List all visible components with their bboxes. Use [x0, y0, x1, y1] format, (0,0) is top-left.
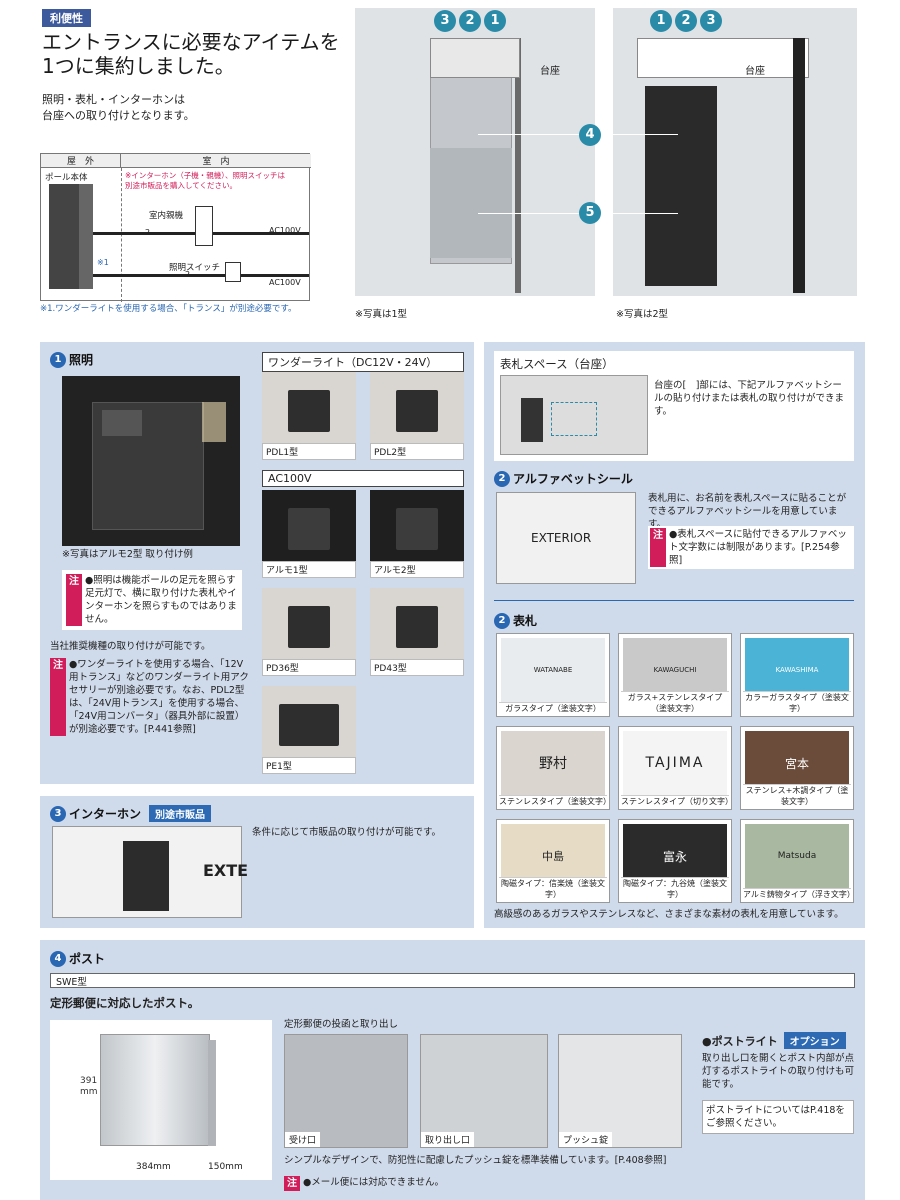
photo-type2 — [613, 8, 857, 296]
nameplate-panel: 表札スペース（台座） 台座の[ ]部には、下記アルファベットシールの貼り付けまた… — [484, 342, 865, 928]
wiring-diagram: 屋 外 室 内 ポール本体 ※インターホン（子機・親機）、照明スイッチは別途市販… — [40, 153, 311, 302]
indoor-unit-icon — [195, 206, 213, 246]
switch-icon — [225, 262, 241, 282]
diagram-footnote: ※1.ワンダーライトを使用する場合、「トランス」が別途必要です。 — [40, 304, 297, 314]
callout-5: 5 — [579, 202, 601, 224]
photo-caption-2: ※写真は2型 — [616, 309, 669, 320]
callout-4: 4 — [579, 124, 601, 146]
light-photo — [62, 376, 240, 546]
category-tag: 利便性 — [42, 9, 91, 27]
base-label-1: 台座 — [540, 66, 560, 77]
pole-illustration — [49, 184, 79, 289]
base-label-2: 台座 — [745, 66, 765, 77]
intro-text: 照明・表札・インターホンは台座への取り付けとなります。 — [42, 93, 195, 122]
photo-caption-1: ※写真は1型 — [355, 309, 408, 320]
photo-type1 — [355, 8, 595, 296]
